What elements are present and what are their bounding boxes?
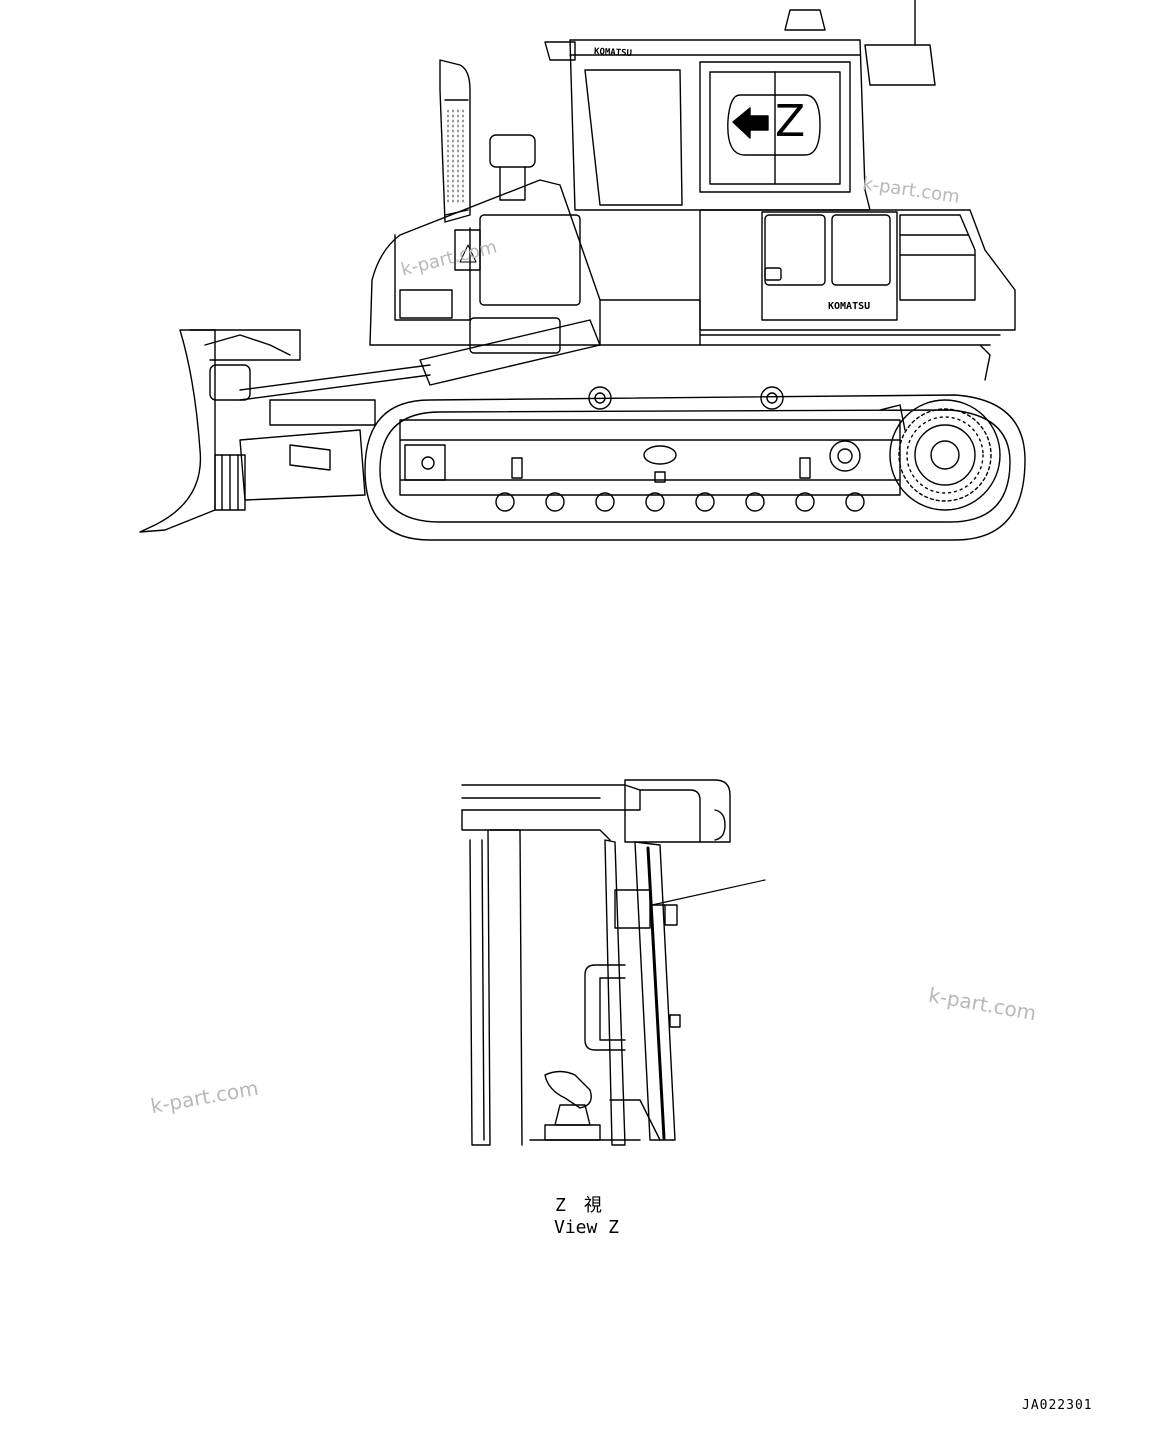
sprocket-wheel	[889, 399, 1001, 511]
cab-roof-corner	[624, 779, 731, 843]
dozer-side-view	[139, 0, 1026, 541]
view-caption-en: View Z	[554, 1217, 620, 1238]
blade-push-arm	[239, 399, 376, 501]
hood-panel	[479, 214, 581, 306]
door-handle	[584, 964, 626, 1051]
callout-letter-z: Z	[775, 96, 806, 147]
dozer-blade	[139, 329, 301, 533]
cab-left-pillar	[469, 829, 491, 1146]
view-z-detail	[461, 779, 766, 1146]
rear-body	[699, 209, 1016, 381]
idler-wheel	[404, 444, 446, 481]
track-outline	[364, 394, 1026, 541]
cab-side-window	[699, 61, 851, 193]
view-z-callout	[727, 94, 821, 156]
track-inner	[379, 409, 1011, 523]
track-rollers	[495, 492, 865, 512]
control-lever	[529, 1070, 641, 1141]
carrier-roller	[760, 386, 784, 410]
decal-box	[614, 889, 651, 929]
air-precleaner	[489, 134, 536, 201]
cab-door-post	[604, 839, 626, 1146]
carrier-roller	[588, 386, 612, 410]
drawing-id: JA022301	[1022, 1398, 1093, 1413]
track-frame-plate	[643, 445, 677, 465]
side-panel	[764, 214, 826, 286]
callout-leader-line	[651, 879, 766, 906]
exhaust-stack	[439, 59, 471, 223]
view-caption-jp: Z 視	[555, 1195, 602, 1216]
cab-window-front	[584, 69, 683, 206]
cab-brand-label: KOMATSU	[593, 47, 633, 59]
side-panel	[831, 214, 891, 286]
arrow-left-icon	[732, 107, 769, 139]
engine-hood	[369, 179, 601, 346]
operator-cab	[544, 0, 936, 211]
track-frame	[399, 419, 901, 496]
body-brand-label: KOMATSU	[828, 301, 871, 312]
final-drive-hub	[829, 440, 861, 472]
